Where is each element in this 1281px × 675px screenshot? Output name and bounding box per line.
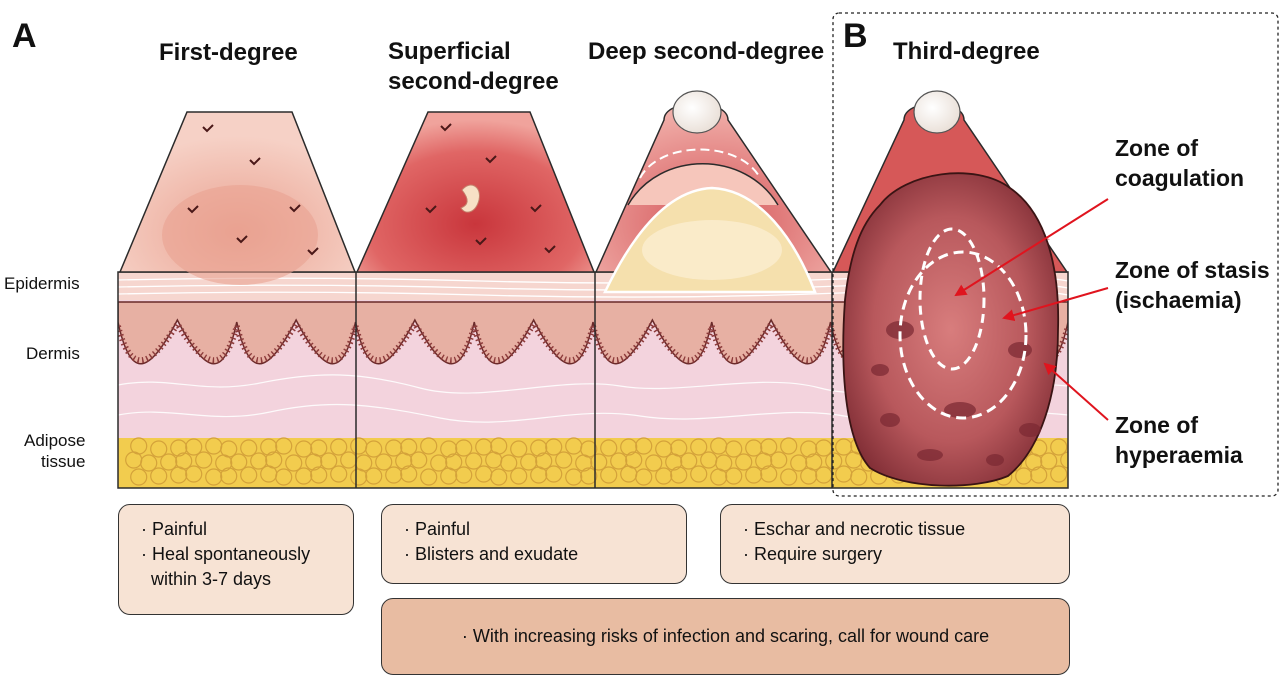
label-zone-stasis: Zone of stasis (ischaemia): [1115, 255, 1270, 315]
label-adipose-tissue: Adipose tissue: [24, 430, 85, 472]
box-line: within 3-7 days: [141, 567, 343, 592]
title-line: First-degree: [159, 38, 298, 68]
panel-label-a: A: [12, 19, 37, 53]
label-line: Zone of: [1115, 133, 1244, 163]
label-zone-coagulation: Zone of coagulation: [1115, 133, 1244, 193]
title-deep-second-degree: Deep second-degree: [588, 37, 824, 67]
label-line: Zone of stasis: [1115, 255, 1270, 285]
box-deep-and-third-degree: · Eschar and necrotic tissue · Require s…: [720, 504, 1070, 584]
label-line: hyperaemia: [1115, 440, 1243, 470]
box-line: · Eschar and necrotic tissue: [743, 517, 1059, 542]
box-line: · Heal spontaneously: [141, 542, 343, 567]
title-third-degree: Third-degree: [893, 37, 1040, 67]
box-superficial-second-degree: · Painful · Blisters and exudate: [381, 504, 687, 584]
title-line: Deep second-degree: [588, 37, 824, 67]
label-line: coagulation: [1115, 163, 1244, 193]
superficial-second-degree-lesion: [357, 112, 594, 272]
label-line: (ischaemia): [1115, 285, 1270, 315]
deep-second-degree-lesion: [596, 91, 831, 292]
title-first-degree: First-degree: [159, 38, 298, 68]
title-line: second-degree: [388, 67, 559, 97]
title-line: Third-degree: [893, 37, 1040, 67]
box-line: · Painful: [141, 517, 343, 542]
label-zone-hyperaemia: Zone of hyperaemia: [1115, 410, 1243, 470]
box-line: · Require surgery: [743, 542, 1059, 567]
box-line: · Painful: [404, 517, 676, 542]
blister-bubble: [673, 91, 721, 133]
label-line: Zone of: [1115, 410, 1243, 440]
label-dermis: Dermis: [26, 343, 80, 364]
panel-label-b: B: [843, 19, 868, 53]
title-superficial-second-degree: Superficial second-degree: [388, 37, 559, 97]
first-degree-lesion: [120, 112, 355, 285]
surface-bubble: [914, 91, 960, 133]
title-line: Superficial: [388, 37, 559, 67]
box-first-degree: · Painful · Heal spontaneously within 3-…: [118, 504, 354, 615]
box-line: · With increasing risks of infection and…: [462, 624, 989, 649]
third-degree-lesion: [833, 91, 1067, 486]
box-line: · Blisters and exudate: [404, 542, 676, 567]
label-epidermis: Epidermis: [4, 273, 80, 294]
label-line: tissue: [35, 451, 85, 472]
label-line: Adipose: [24, 430, 85, 451]
box-wound-care: · With increasing risks of infection and…: [381, 598, 1070, 675]
